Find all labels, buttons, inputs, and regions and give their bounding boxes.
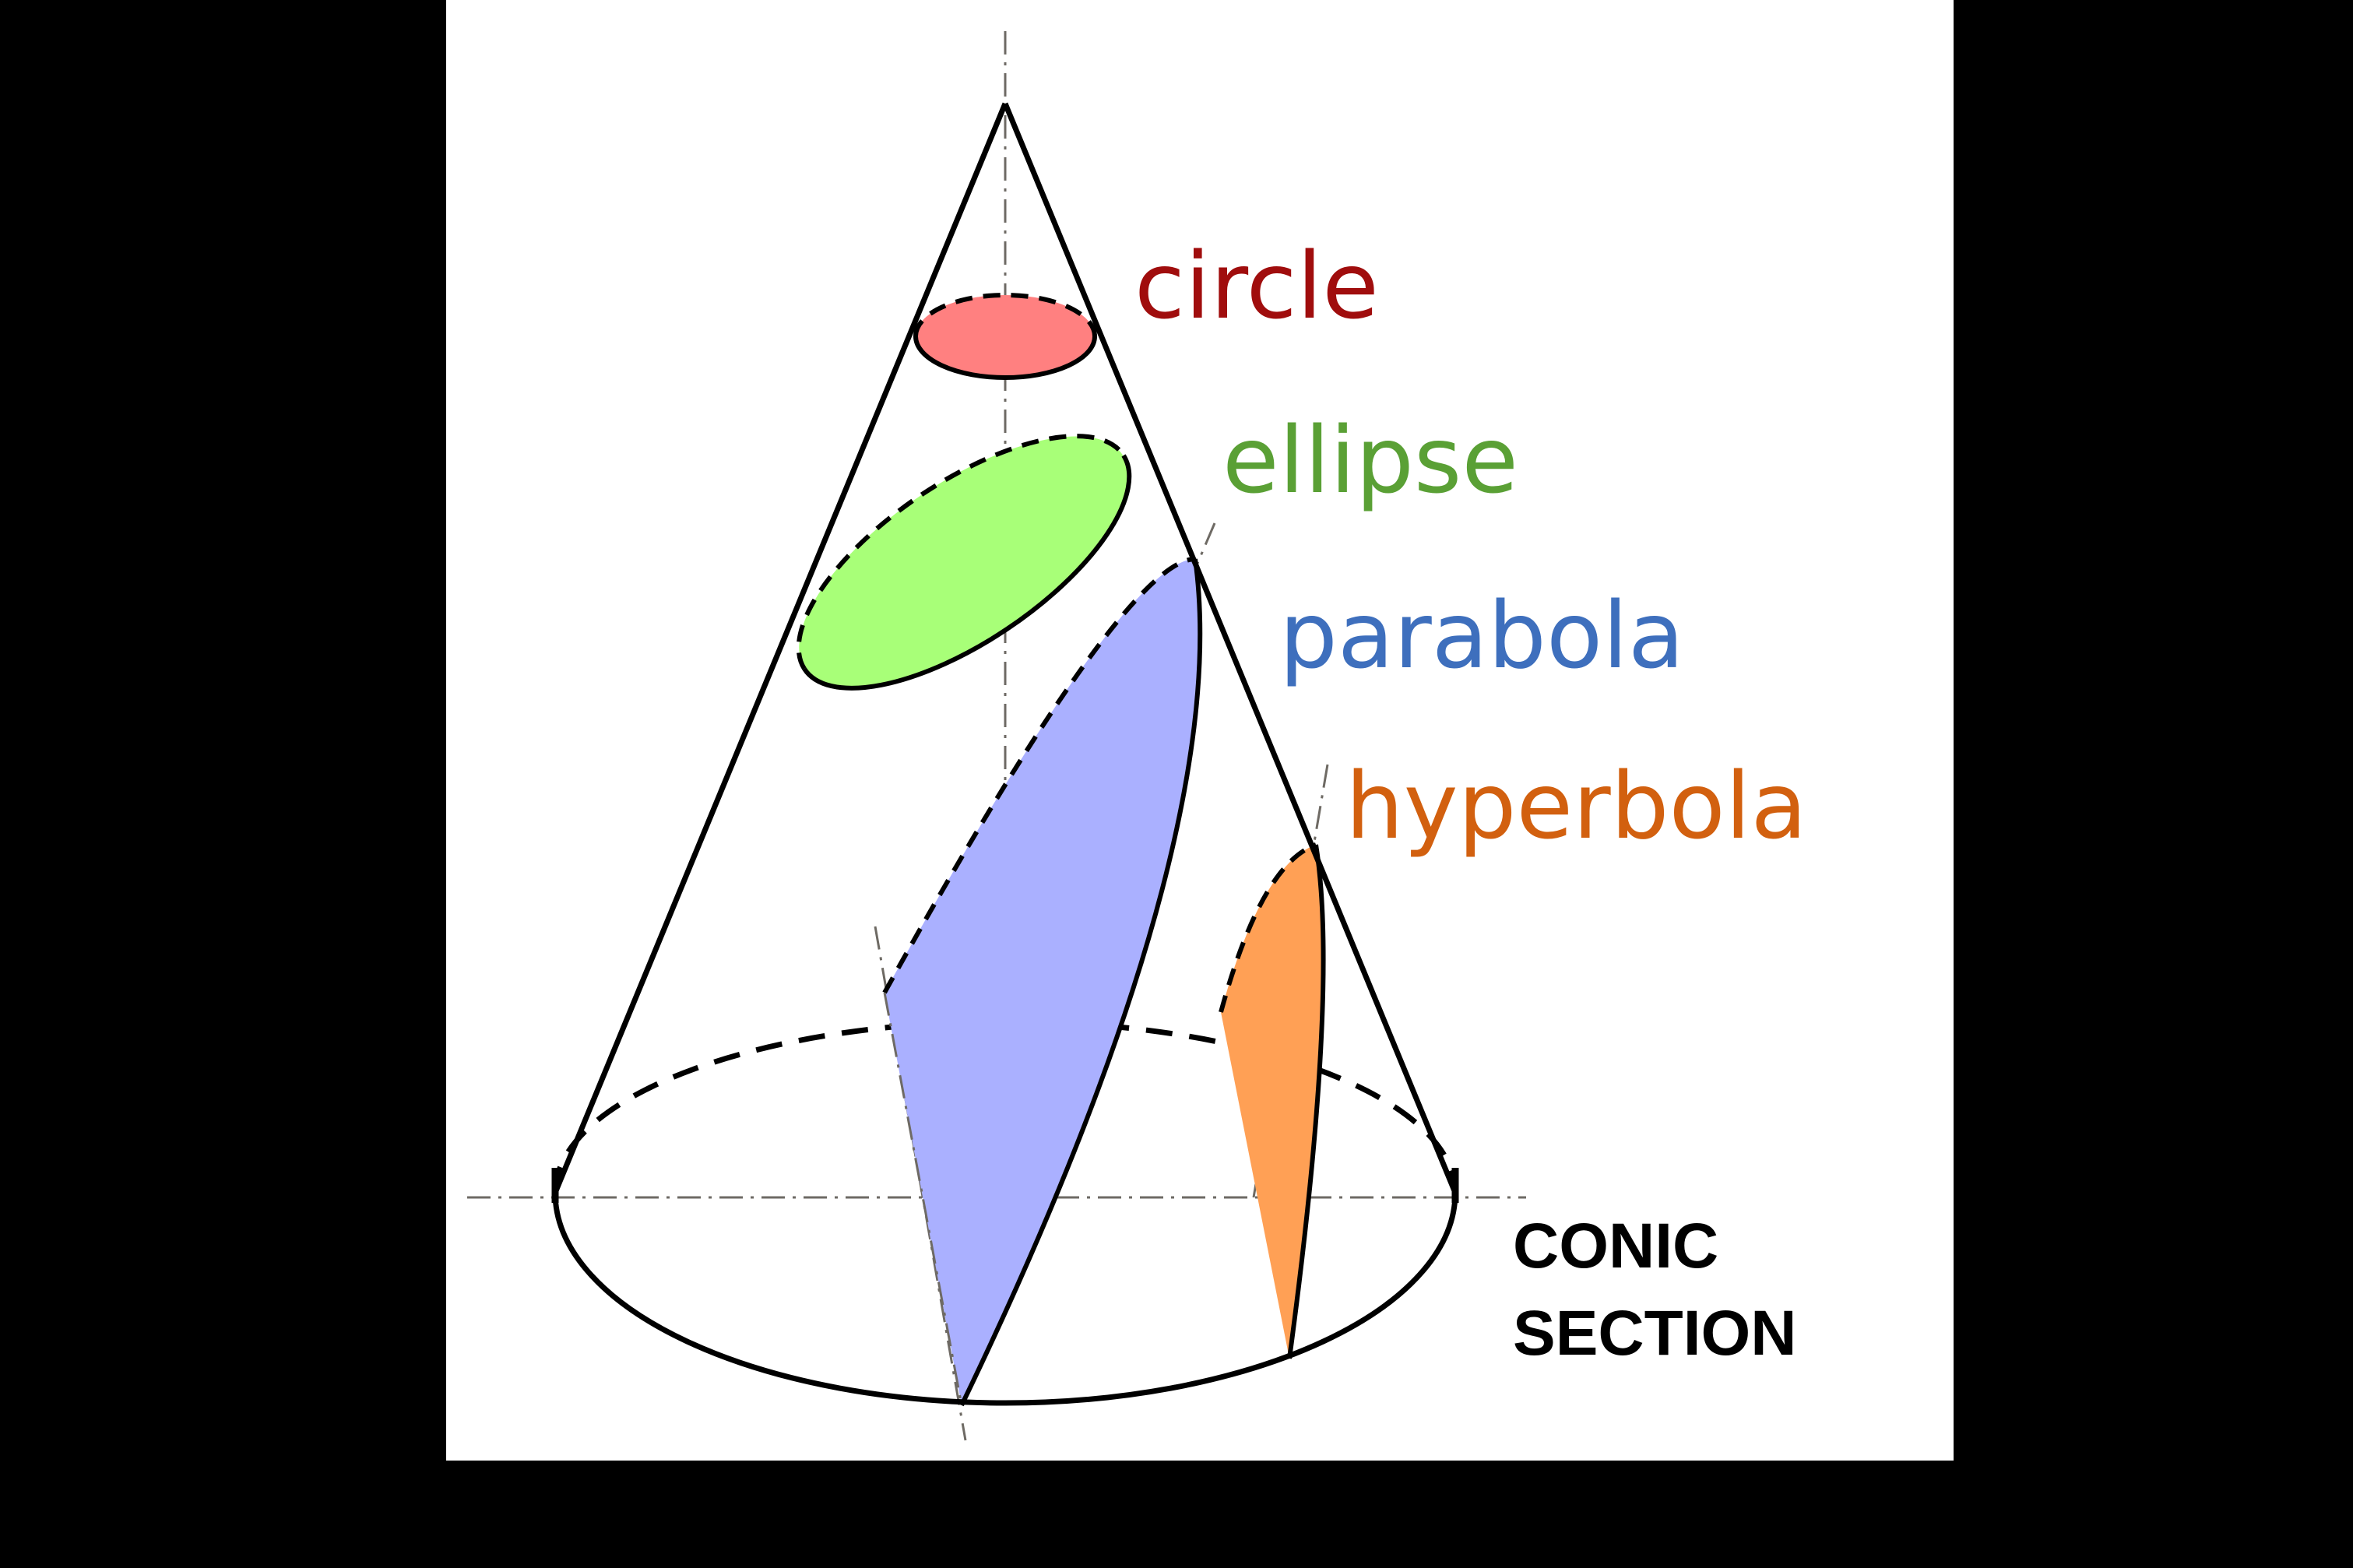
ellipse-back-edge (796, 434, 1126, 670)
base-front-arc (552, 1192, 1458, 1406)
cone-outline (551, 102, 1459, 1406)
circle-front-edge (913, 336, 1097, 380)
hyperbola-front-edge (1287, 844, 1326, 1359)
label-circle: circle (1134, 232, 1379, 339)
parabola-fill (885, 559, 1201, 1405)
parabola-front-edge (959, 558, 1203, 1407)
circle-section (913, 293, 1097, 380)
parabola-base-chord (883, 992, 963, 1406)
ellipse-front-edge (802, 454, 1132, 691)
white-panel (446, 0, 1954, 1461)
base-back-arc (552, 1018, 1458, 1194)
title-line-1: CONIC (1513, 1211, 1718, 1281)
ellipse-section (796, 434, 1132, 691)
hyperbola-section (1219, 842, 1326, 1359)
hyperbola-back-edge (1219, 842, 1317, 1013)
ellipse-fill (799, 436, 1129, 688)
label-hyperbola: hyperbola (1345, 752, 1807, 860)
cone-right-side (1002, 102, 1458, 1194)
parabola-back-edge (882, 557, 1196, 994)
label-ellipse: ellipse (1222, 406, 1518, 514)
hyperbola-fill (1221, 845, 1324, 1359)
label-parabola: parabola (1279, 582, 1684, 689)
cone-left-side (552, 102, 1008, 1194)
title-line-2: SECTION (1513, 1298, 1796, 1369)
parabola-section (882, 557, 1203, 1407)
circle-fill (916, 295, 1095, 378)
